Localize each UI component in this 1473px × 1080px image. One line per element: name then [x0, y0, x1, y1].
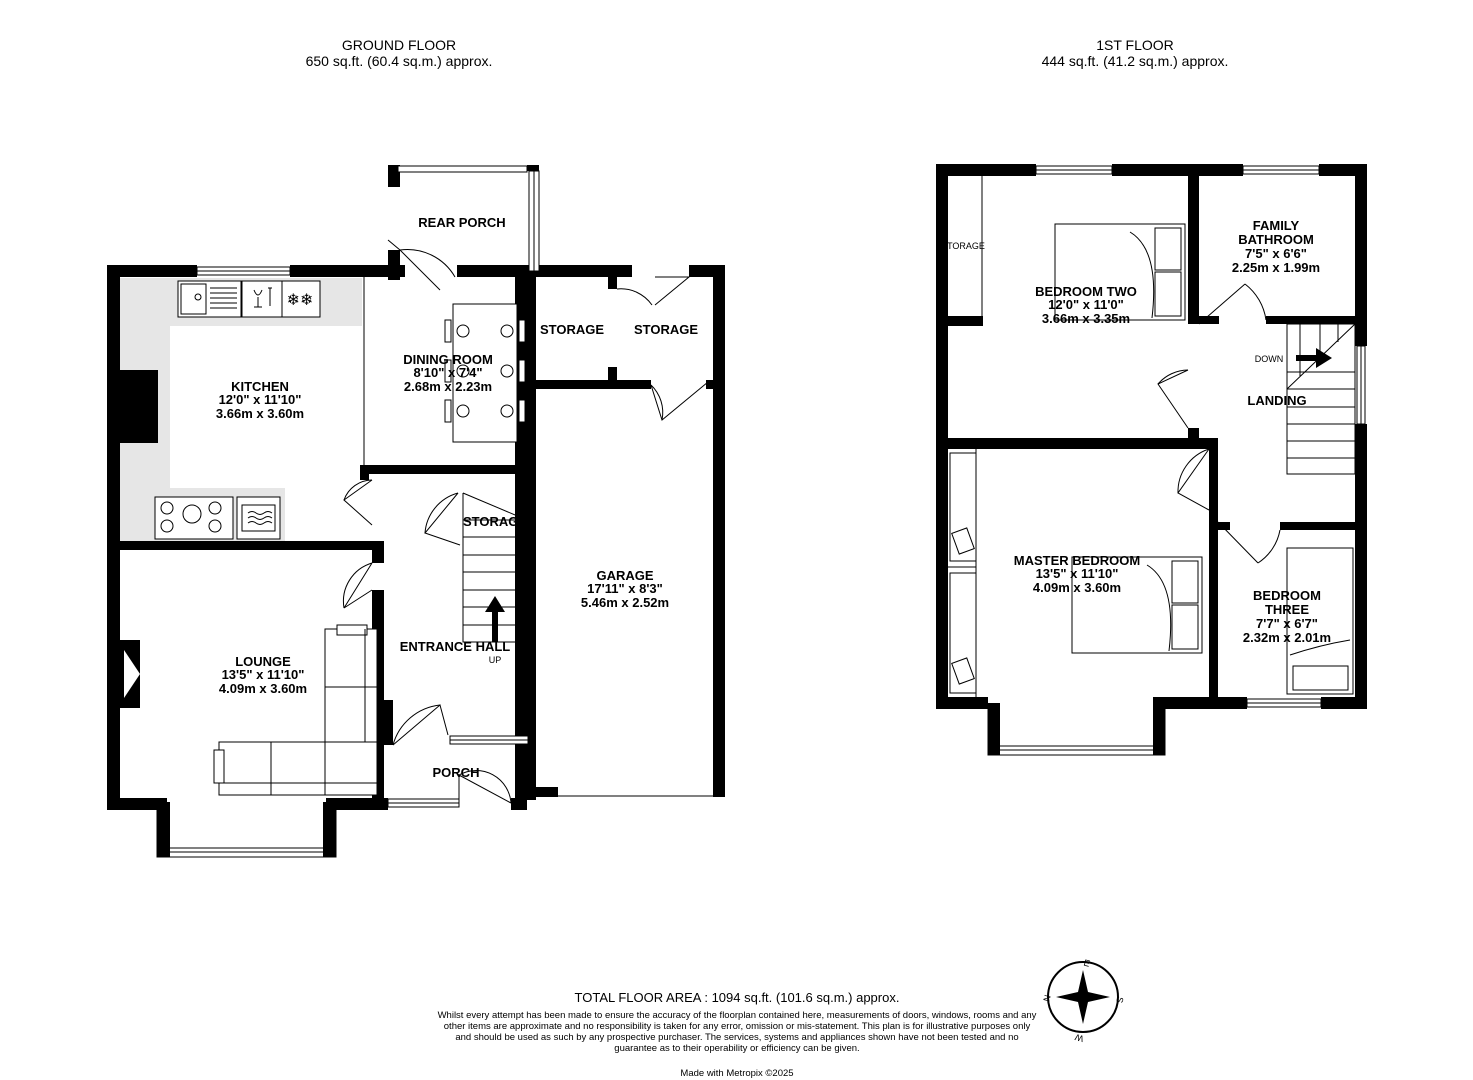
ground-floor-labels: REAR PORCH KITCHEN 12'0" x 11'10" 3.66m … [216, 215, 698, 780]
bedroom-three-label-1: BEDROOM [1253, 588, 1321, 603]
bedroom-two-metric: 3.66m x 3.35m [1042, 311, 1130, 326]
lounge-metric: 4.09m x 3.60m [219, 681, 307, 696]
dishwasher [241, 280, 283, 318]
stairs-down-label: DOWN [1255, 354, 1284, 364]
first-floor-title: 1ST FLOOR [1096, 37, 1174, 53]
ground-floor-stairs [462, 492, 528, 643]
fridge-freezer [281, 280, 321, 318]
family-bathroom-imperial: 7'5" x 6'6" [1245, 246, 1307, 261]
storage-label-2: STORAGE [634, 322, 698, 337]
first-floor-furniture [949, 223, 1354, 695]
master-bedroom-metric: 4.09m x 3.60m [1033, 580, 1121, 595]
ground-floor-windows [156, 165, 540, 858]
kitchen-worktop [120, 278, 362, 541]
bedroom-three-imperial: 7'7" x 6'7" [1256, 616, 1318, 631]
ground-floor-heading: GROUND FLOOR 650 sq.ft. (60.4 sq.m.) app… [249, 37, 549, 69]
storage-label-3: STORAGE [463, 514, 527, 529]
compass-n: N [1041, 994, 1052, 1003]
first-floor-area: 444 sq.ft. (41.2 sq.m.) approx. [1041, 53, 1229, 69]
svg-text:❄❄: ❄❄ [287, 292, 314, 309]
wardrobe [949, 452, 977, 562]
garage-metric: 5.46m x 2.52m [581, 595, 669, 610]
landing-label: LANDING [1247, 393, 1306, 408]
credit-text: Made with Metropix ©2025 [680, 1068, 794, 1079]
compass-e: E [1083, 957, 1091, 968]
chimney-breast [120, 370, 158, 443]
stairs-up-label: UP [489, 655, 502, 665]
kitchen-metric: 3.66m x 3.60m [216, 406, 304, 421]
disclaimer-text: Whilst every attempt has been made to en… [437, 1010, 1037, 1054]
bedroom-three-metric: 2.32m x 2.01m [1243, 630, 1331, 645]
kitchen-fittings: ❄❄ [120, 280, 321, 540]
garage-label: GARAGE [596, 568, 653, 583]
lounge-furniture [120, 624, 378, 796]
ground-floor-area: 650 sq.ft. (60.4 sq.m.) approx. [305, 53, 493, 69]
compass-rose: E S W N [1041, 957, 1125, 1043]
lounge-imperial: 13'5" x 11'10" [222, 667, 305, 682]
bedroom-two-imperial: 12'0" x 11'0" [1048, 297, 1124, 312]
family-bathroom-label-2: BATHROOM [1238, 232, 1314, 247]
garage-imperial: 17'11" x 8'3" [587, 581, 663, 596]
family-bathroom-metric: 2.25m x 1.99m [1232, 260, 1320, 275]
rear-porch-label: REAR PORCH [418, 215, 505, 230]
ground-floor-doors [342, 239, 713, 804]
bedroom-three-label-2: THREE [1265, 602, 1309, 617]
hob [154, 496, 234, 540]
first-floor-windows [987, 165, 1366, 756]
porch-label: PORCH [433, 765, 480, 780]
dining-room-label: DINING ROOM [403, 352, 493, 367]
sofa-2 [218, 741, 378, 796]
lounge-label: LOUNGE [235, 654, 291, 669]
dining-room-metric: 2.68m x 2.23m [404, 379, 492, 394]
dining-table [444, 303, 526, 443]
ground-floor-title: GROUND FLOOR [341, 37, 457, 53]
master-bedroom-label: MASTER BEDROOM [1014, 553, 1140, 568]
ground-floor-plan: ❄❄ [107, 165, 725, 858]
first-floor-stairs [1286, 323, 1356, 475]
first-floor-plan: TORAGE BEDROOM TWO 12'0" x 11'0" 3.66m x… [936, 164, 1367, 756]
first-floor-labels: TORAGE BEDROOM TWO 12'0" x 11'0" 3.66m x… [947, 218, 1331, 645]
first-floor-walls [936, 164, 1367, 709]
compass-s: S [1114, 996, 1125, 1004]
dining-room-imperial: 8'10" x 7'4" [413, 365, 482, 380]
entrance-hall-label: ENTRANCE HALL [400, 639, 511, 654]
kitchen-imperial: 12'0" x 11'10" [219, 392, 302, 407]
wardrobe-2 [949, 572, 977, 694]
total-floor-area: TOTAL FLOOR AREA : 1094 sq.ft. (101.6 sq… [574, 990, 900, 1005]
compass-w: W [1073, 1032, 1084, 1044]
storage-label-1: STORAGE [540, 322, 604, 337]
first-floor-heading: 1ST FLOOR 444 sq.ft. (41.2 sq.m.) approx… [985, 37, 1285, 69]
master-bedroom-imperial: 13'5" x 11'10" [1036, 566, 1119, 581]
storage-label-ff: TORAGE [947, 241, 985, 251]
kitchen-label: KITCHEN [231, 379, 289, 394]
bedroom-two-label: BEDROOM TWO [1035, 284, 1137, 299]
family-bathroom-label-1: FAMILY [1253, 218, 1300, 233]
